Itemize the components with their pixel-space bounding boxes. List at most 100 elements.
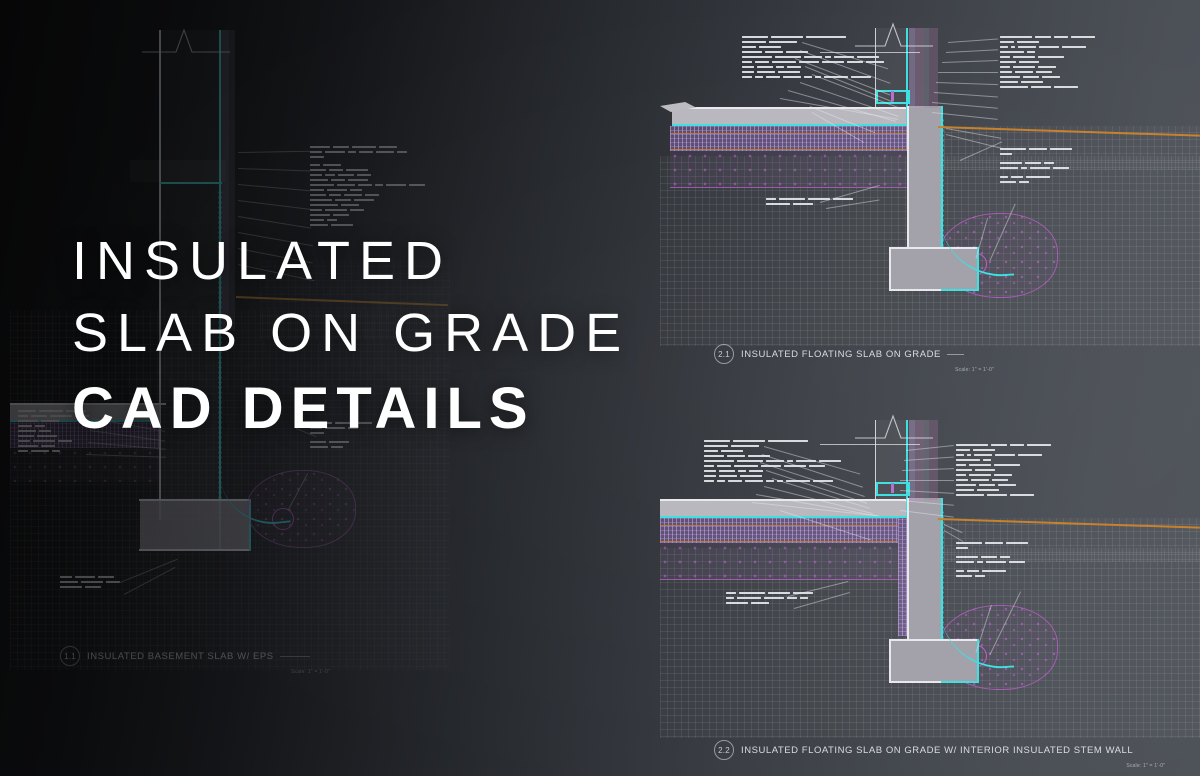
wall-sheathing — [909, 28, 915, 108]
slab-top-line — [668, 107, 910, 109]
dimpled-drainage-mat — [940, 510, 944, 640]
annotation-block-right — [1000, 36, 1095, 88]
concrete-footing — [890, 248, 978, 290]
vapor-barrier-horizontal — [672, 124, 908, 126]
annotation-block-right — [310, 146, 425, 226]
cad-detail-2-2: 2.2 INSULATED FLOATING SLAB ON GRADE W/ … — [660, 400, 1200, 776]
wall-exterior-insulation — [221, 30, 229, 330]
footing-bottom-line — [889, 681, 979, 683]
titleblock-1-1: 1.1 INSULATED BASEMENT SLAB W/ EPS Scale… — [60, 646, 330, 675]
annotation-block-lower-left — [726, 592, 813, 604]
detail-scale: Scale: 1" = 1'-0" — [291, 668, 330, 675]
annotation-block-right-lower — [1000, 148, 1072, 183]
sub-slab-rigid-insulation — [660, 518, 898, 543]
perforated-drain-pipe — [272, 508, 294, 530]
footing-top-line — [889, 247, 979, 249]
titleblock-rule: Scale: 1" = 1'-0" — [946, 353, 994, 373]
detail-marker-bubble: 2.1 — [714, 344, 734, 364]
wall-exterior-insulation — [915, 28, 924, 108]
annotation-block-far-left — [18, 410, 89, 452]
gravel-bed-outline — [246, 470, 356, 548]
annotation-block-left — [742, 36, 884, 78]
insulation-base-line — [660, 541, 898, 542]
hero-title: INSULATED SLAB ON GRADE CAD DETAILS — [72, 226, 630, 447]
footing-left-line — [889, 247, 891, 291]
wall-break-line-icon — [855, 414, 933, 439]
leader-line — [237, 200, 312, 211]
detail-scale: Scale: 1" = 1'-0" — [1126, 762, 1166, 769]
slab-top-line — [10, 403, 166, 405]
insulation-base-line — [670, 149, 908, 150]
footing-bottom-line — [889, 289, 979, 291]
leader-line — [237, 184, 310, 192]
dimpled-drainage-mat — [940, 118, 944, 248]
earth-hatch — [10, 310, 450, 670]
gravel-base-line — [670, 187, 908, 188]
leader-line — [941, 60, 998, 63]
annotation-block-left — [704, 440, 841, 482]
footing-base-waterproofing — [941, 681, 979, 683]
annotation-block-lower-left — [60, 576, 120, 588]
leader-line — [237, 168, 310, 172]
wall-air-barrier — [906, 420, 908, 482]
anchor-bolt — [891, 91, 894, 101]
rim-air-barrier — [160, 182, 222, 184]
leader-line — [945, 49, 998, 53]
titleblock-rule: Scale: 1" = 1'-0" — [279, 655, 330, 675]
concrete-footing — [140, 500, 250, 550]
wall-break-line-icon — [855, 22, 933, 47]
detail-marker-bubble: 2.2 — [714, 740, 734, 760]
wall-interior-finish-line — [875, 28, 876, 108]
wall-exterior-insulation — [915, 420, 924, 500]
leader-line — [947, 38, 998, 43]
hero-line-3: CAD DETAILS — [72, 375, 535, 441]
concrete-slab — [10, 404, 160, 421]
detail-scale: Scale: 1" = 1'-0" — [955, 366, 994, 373]
sub-slab-gravel — [660, 543, 898, 579]
earth-hatch-upper — [260, 260, 450, 340]
wall-sheathing — [909, 420, 915, 500]
concrete-slab — [660, 500, 908, 517]
stem-wall-left-line — [907, 106, 909, 248]
footing-left-line — [889, 639, 891, 683]
concrete-slab — [672, 108, 908, 125]
anchor-bolt — [891, 483, 894, 493]
sub-slab-gravel — [670, 151, 908, 187]
cad-detail-1-1: 1.1 INSULATED BASEMENT SLAB W/ EPS Scale… — [10, 10, 450, 710]
leader-line — [933, 92, 998, 98]
annotation-block-right-lower — [310, 422, 372, 448]
basement-wall-waterproofing — [219, 30, 221, 550]
basement-wall-interior-line — [159, 30, 161, 520]
wall-air-barrier — [906, 28, 908, 90]
slab-break-symbol — [660, 102, 696, 112]
annotation-block-right-lower — [956, 542, 1028, 577]
footing-top-line — [139, 499, 251, 501]
detail-title: INSULATED FLOATING SLAB ON GRADE W/ INTE… — [741, 744, 1134, 756]
detail-marker-bubble: 1.1 — [60, 646, 80, 666]
footing-waterproofing — [977, 639, 979, 683]
rim-joist-assembly — [130, 160, 226, 182]
insulation-joint-line — [660, 525, 898, 526]
leader-line — [900, 480, 954, 481]
footing-base-waterproofing — [941, 289, 979, 291]
footing-bottom-line — [139, 549, 251, 551]
wall-interior-finish-line — [875, 420, 876, 500]
vapor-barrier-horizontal — [10, 420, 160, 422]
wall-break-line-icon — [142, 28, 230, 53]
gravel-base-line — [660, 579, 898, 580]
dimpled-drainage-mat — [218, 190, 222, 520]
upper-floor-line — [820, 444, 920, 445]
cad-detail-2-1: 2.1 INSULATED FLOATING SLAB ON GRADE Sca… — [660, 8, 1200, 373]
wall-protection-board — [229, 30, 235, 330]
insulation-joint-line — [670, 133, 908, 134]
concrete-footing — [890, 640, 978, 682]
sub-slab-rigid-insulation — [670, 126, 908, 151]
titleblock-2-2: 2.2 INSULATED FLOATING SLAB ON GRADE W/ … — [714, 740, 1165, 769]
wall-rainscreen-gap — [924, 420, 929, 500]
hero-line-2: SLAB ON GRADE — [72, 302, 631, 363]
leader-line — [935, 82, 998, 86]
detail-title: INSULATED BASEMENT SLAB W/ EPS — [87, 650, 274, 662]
leader-line — [237, 150, 310, 153]
foundation-stem-wall — [908, 498, 942, 640]
